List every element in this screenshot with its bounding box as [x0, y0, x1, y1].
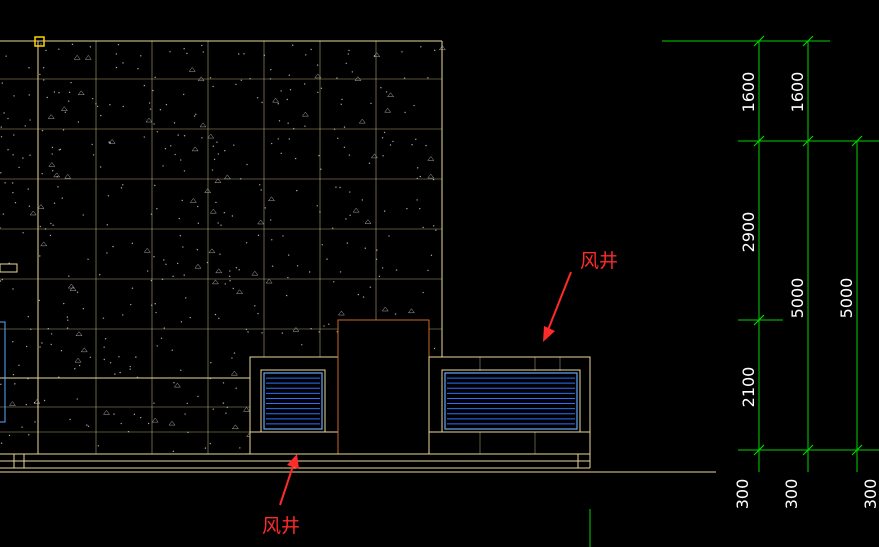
dim-bottom-1: 300 [733, 479, 752, 510]
dimension-lines [662, 35, 879, 472]
grip-square-icon[interactable] [34, 36, 45, 47]
dim-inner-3: 2100 [739, 367, 758, 408]
left-vent-shaft[interactable] [249, 356, 339, 455]
building-facade[interactable] [0, 40, 588, 454]
stone-texture [0, 43, 588, 453]
annotation-left[interactable]: 风井 [262, 454, 300, 537]
louver-panel [441, 369, 581, 433]
right-vent-shaft[interactable] [428, 356, 591, 455]
dim-inner-1: 1600 [739, 72, 758, 113]
stone-tile-grid [0, 41, 442, 454]
dim-middle-1: 1600 [788, 72, 807, 113]
dim-middle-2: 5000 [788, 278, 807, 319]
dim-inner-2: 2900 [739, 212, 758, 253]
annotation-label: 风井 [580, 250, 618, 272]
louver-panel [260, 369, 326, 433]
wall-fixture [0, 263, 18, 273]
door-opening[interactable] [337, 319, 430, 455]
dim-bottom-3: 300 [861, 479, 879, 510]
annotation-label: 风井 [262, 515, 300, 537]
annotation-right[interactable]: 风井 [543, 250, 618, 342]
dimension-texts: 1600 2900 2100 1600 5000 5000 300 300 30… [733, 72, 879, 510]
arrow-icon [543, 271, 572, 342]
window-edge [0, 321, 6, 423]
dim-outer-1: 5000 [837, 278, 856, 319]
ground-base [0, 453, 716, 547]
arrow-icon [279, 454, 299, 506]
dim-bottom-2: 300 [782, 479, 801, 510]
